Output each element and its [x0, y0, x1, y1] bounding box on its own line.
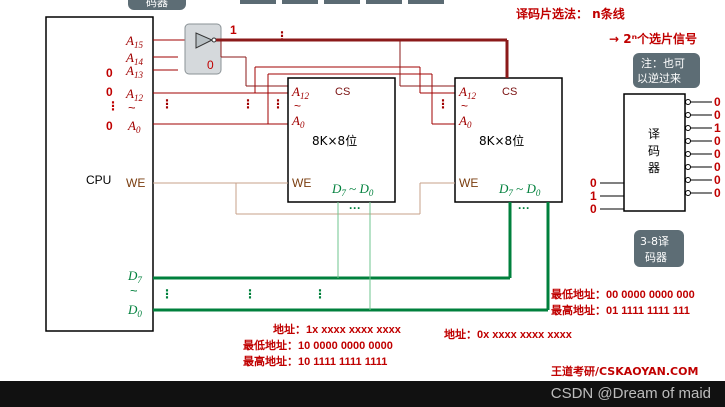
- callout-note: 注：也可 以逆过来: [633, 53, 700, 88]
- chip-select-line: [216, 38, 507, 87]
- cpu-box: [45, 16, 154, 332]
- decoder-in-0: 0: [590, 176, 597, 190]
- address-bus: [153, 39, 455, 125]
- data-bus: [153, 202, 550, 312]
- chip1-tilde: ~: [294, 99, 301, 113]
- svg-text:⋮: ⋮: [272, 97, 284, 111]
- decoder-input-lines: [600, 182, 624, 210]
- note-arrow-signals: → 2ⁿ个选片信号: [609, 31, 697, 46]
- decoder-label-2: 码: [648, 144, 660, 158]
- inverter-gate: [184, 23, 222, 75]
- chip1-box: [287, 77, 396, 203]
- chip1-cs: CS: [335, 86, 350, 98]
- decoder-out-7: 0: [714, 186, 721, 200]
- top-decoder-label: 码器: [128, 0, 186, 10]
- chip2-cs: CS: [502, 86, 517, 98]
- decoder-tag-line-2: 码器: [645, 251, 667, 264]
- svg-text:⋮: ⋮: [437, 97, 449, 111]
- cpu-pin-we: WE: [126, 176, 145, 190]
- csdn-watermark: CSDN @Dream of maid: [550, 385, 711, 402]
- svg-text:⋮: ⋮: [161, 97, 173, 111]
- addr-chip1-line-1: 地址：1x xxxx xxxx xxxx: [273, 322, 402, 336]
- svg-text:···: ···: [518, 201, 530, 215]
- decoder-output-bubbles: [685, 99, 691, 196]
- decoder-out-5: 0: [714, 160, 721, 174]
- decoder-in-2: 0: [590, 202, 597, 216]
- inverter-out-bottom: 0: [207, 58, 214, 72]
- decoder-out-6: 0: [714, 173, 721, 187]
- decoder-tag: 3-8译 码器: [634, 230, 684, 267]
- svg-text:⋮: ⋮: [242, 97, 254, 111]
- svg-text:⋮: ⋮: [244, 287, 256, 301]
- decoder-out-0: 0: [714, 95, 721, 109]
- addr-right-line-1: 最低地址：00 0000 0000 000: [551, 287, 695, 301]
- svg-text:⋮: ⋮: [314, 287, 326, 301]
- cpu-label: CPU: [86, 173, 111, 187]
- cpu-pin-tilde: ~: [128, 100, 136, 115]
- cpu-value-a0: 0: [106, 119, 113, 133]
- callout-line-2: 以逆过来: [637, 71, 681, 85]
- cpu-pin-data-tilde: ~: [130, 283, 138, 298]
- cpu-value-mid: ⋮: [107, 99, 119, 113]
- cpu-value-a13: 0: [106, 66, 113, 80]
- callout-line-1: 注：也可: [641, 56, 685, 70]
- decoder-label-3: 器: [648, 161, 660, 175]
- decoder-label-1: 译: [648, 127, 660, 141]
- decoder-out-1: 0: [714, 108, 721, 122]
- chip1-size: 8K×8位: [312, 133, 357, 148]
- addr-chip1-line-2: 最低地址：10 0000 0000 0000: [243, 338, 393, 352]
- decoder-tag-line-1: 3-8译: [640, 235, 669, 248]
- decoder-out-2: 1: [714, 121, 721, 135]
- chip2-data: D7 ~ D0: [498, 181, 541, 198]
- svg-text:⋮: ⋮: [161, 287, 173, 301]
- chip2-size: 8K×8位: [479, 133, 524, 148]
- we-lines: [153, 182, 455, 215]
- data-bus-dots: ⋮ ⋮ ⋮ ··· ···: [161, 201, 530, 301]
- top-tab-strip: [240, 0, 444, 4]
- footer-bar: CSDN @Dream of maid: [0, 381, 725, 407]
- top-decoder-label-text: 码器: [146, 0, 168, 9]
- brand-label: 王道考研/CSKAOYAN.COM: [551, 364, 698, 378]
- svg-text:···: ···: [349, 201, 361, 215]
- decoder-in-1: 1: [590, 189, 597, 203]
- note-select-method: 译码片选法： n条线: [516, 6, 625, 21]
- cpu-value-a12: 0: [106, 85, 113, 99]
- chip2-box: [454, 77, 563, 203]
- chip1-data: D7 ~ D0: [331, 181, 374, 198]
- addr-right-line-2: 最高地址：01 1111 1111 111: [551, 303, 690, 317]
- addr-chip1-line-3: 最高地址：10 1111 1111 1111: [243, 354, 387, 368]
- chip2-tilde: ~: [461, 99, 468, 113]
- decoder-box: [623, 93, 686, 212]
- addr-chip2: 地址：0x xxxx xxxx xxxx: [444, 327, 573, 341]
- chip2-we: WE: [459, 176, 478, 190]
- decoder-out-4: 0: [714, 147, 721, 161]
- inverter-out-top: 1: [230, 23, 237, 37]
- chip1-we: WE: [292, 176, 311, 190]
- decoder-out-3: 0: [714, 134, 721, 148]
